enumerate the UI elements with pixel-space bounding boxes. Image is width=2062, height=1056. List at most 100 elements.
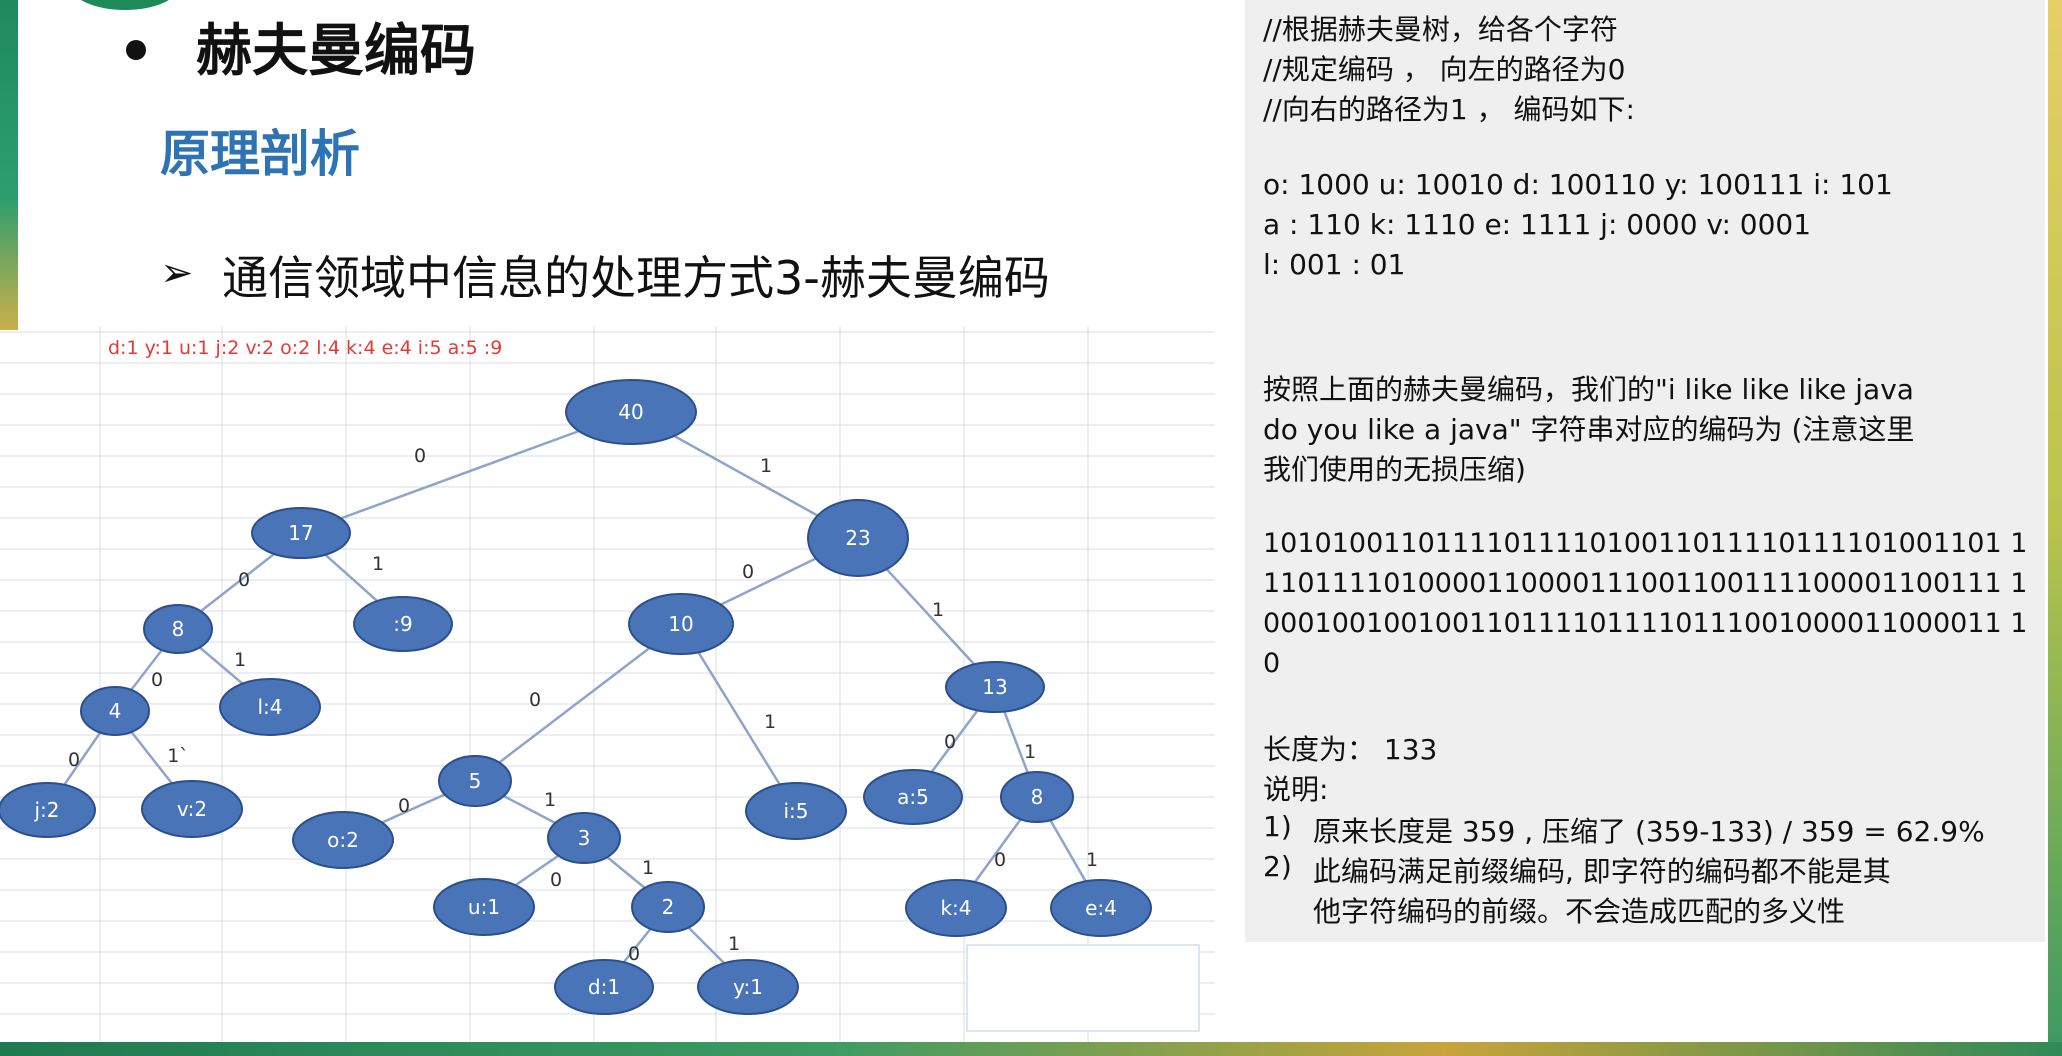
- note-number: 1): [1263, 810, 1292, 843]
- tree-node-label: 10: [668, 612, 693, 636]
- note-text: 此编码满足前缀编码, 即字符的编码都不能是其: [1313, 855, 1891, 888]
- tree-node: [0, 782, 96, 838]
- tree-node: [292, 811, 394, 869]
- slide-title: 赫夫曼编码: [196, 19, 476, 84]
- edge-bit-label: 1`: [167, 745, 189, 767]
- edge-bit-label: 1: [642, 857, 654, 879]
- edge-bit-label: 0: [151, 669, 163, 691]
- encoded-bitstring-line: 0001001001001101111011110111001000011000…: [1263, 608, 2028, 639]
- tree-node-label: 23: [845, 526, 870, 550]
- tree-node-label: j:2: [33, 798, 59, 822]
- tree-node: [438, 755, 512, 807]
- tree-node: [554, 959, 654, 1015]
- edge-bit-label: 0: [238, 569, 250, 591]
- frequency-label: d:1 y:1 u:1 j:2 v:2 o:2 l:4 k:4 e:4 i:5 …: [108, 337, 502, 359]
- edge-bit-label: 0: [529, 689, 541, 711]
- edge-bit-label: 0: [994, 849, 1006, 871]
- edge-bit-label: 1: [932, 599, 944, 621]
- tree-node-label: :9: [393, 612, 412, 636]
- tree-node-label: 40: [618, 400, 643, 424]
- tree-node-label: l:4: [257, 695, 282, 719]
- comment-line: //规定编码 ， 向左的路径为0: [1263, 53, 1626, 86]
- explanation-label: 说明:: [1263, 773, 1329, 806]
- tree-node-label: 8: [1031, 785, 1044, 809]
- tree-node-label: 4: [109, 699, 122, 723]
- tree-node-label: e:4: [1085, 896, 1117, 920]
- tree-edge: [679, 623, 798, 812]
- tree-node-label: 13: [982, 675, 1007, 699]
- tree-node: [945, 661, 1045, 713]
- tree-node-label: a:5: [897, 785, 929, 809]
- edge-bit-label: 1: [544, 789, 556, 811]
- edge-bit-label: 1: [764, 711, 776, 733]
- description-line: do you like a java" 字符串对应的编码为 (注意这里: [1263, 413, 1915, 446]
- tree-node-label: 5: [469, 769, 482, 793]
- tree-node: [547, 812, 621, 864]
- edge-bit-label: 0: [550, 869, 562, 891]
- edge-bit-label: 1: [1024, 741, 1036, 763]
- description-line: 我们使用的无损压缩): [1263, 453, 1526, 486]
- edge-bit-label: 0: [742, 561, 754, 583]
- note-number: 2): [1263, 850, 1292, 883]
- tree-node-label: k:4: [940, 896, 971, 920]
- bullet-point-text: 通信领域中信息的处理方式3-赫夫曼编码: [222, 251, 1050, 305]
- code-explanation-panel: //根据赫夫曼树，给各个字符 //规定编码 ， 向左的路径为0 //向右的路径为…: [1245, 0, 2045, 942]
- edge-bit-label: 1: [372, 553, 384, 575]
- tree-node: [745, 782, 847, 840]
- decorative-right-strip: [2048, 0, 2062, 1042]
- decorative-corner-shape: [70, 0, 180, 10]
- tree-node-label: 8: [172, 617, 185, 641]
- decorative-left-bar: [0, 0, 18, 330]
- tree-node: [565, 379, 697, 445]
- tree-node-label: i:5: [783, 799, 808, 823]
- arrow-bullet-icon: ➢: [160, 250, 194, 296]
- edge-bit-label: 1: [728, 933, 740, 955]
- tree-node: [628, 593, 734, 655]
- tree-node: [807, 499, 909, 577]
- edge-bit-label: 0: [414, 445, 426, 467]
- comment-line: //根据赫夫曼树，给各个字符: [1263, 13, 1618, 46]
- tree-node: [1000, 771, 1074, 823]
- comment-line: //向右的路径为1 ， 编码如下:: [1263, 93, 1635, 126]
- tree-node: [1050, 879, 1152, 937]
- tree-node: [80, 686, 150, 736]
- tree-node: [143, 604, 213, 654]
- edge-bit-label: 1: [760, 455, 772, 477]
- edge-bit-label: 1: [1086, 849, 1098, 871]
- tree-node: [697, 959, 799, 1015]
- decorative-bottom-bar: [0, 1042, 2062, 1056]
- length-label: 长度为： 133: [1263, 733, 1438, 766]
- section-subtitle: 原理剖析: [160, 125, 360, 183]
- edge-bit-label: 1: [234, 649, 246, 671]
- huffman-tree-diagram: d:1 y:1 u:1 j:2 v:2 o:2 l:4 k:4 e:4 i:5 …: [0, 326, 1215, 1042]
- tree-node-label: d:1: [588, 975, 620, 999]
- edge-bit-label: 0: [68, 749, 80, 771]
- description-line: 按照上面的赫夫曼编码，我们的"i like like like java: [1263, 373, 1914, 406]
- tree-node: [251, 507, 351, 559]
- note-text: 他字符编码的前缀。不会造成匹配的多义性: [1313, 895, 1846, 928]
- code-table-row: l: 001 : 01: [1263, 248, 1406, 281]
- code-table-row: a : 110 k: 1110 e: 1111 j: 0000 v: 0001: [1263, 208, 1812, 241]
- tree-node-label: v:2: [177, 797, 207, 821]
- bullet-dot: [126, 40, 146, 60]
- edge-bit-label: 0: [398, 795, 410, 817]
- tree-edge: [474, 623, 682, 782]
- tree-edge: [300, 410, 632, 535]
- tree-node: [863, 769, 963, 825]
- code-table-row: o: 1000 u: 10010 d: 100110 y: 100111 i: …: [1263, 168, 1893, 201]
- tree-node-label: 3: [578, 826, 591, 850]
- tree-node: [433, 878, 535, 936]
- encoded-bitstring-line: 1010100110111101111010011011110111101001…: [1263, 528, 2028, 559]
- tree-node: [905, 879, 1007, 937]
- tree-node-label: o:2: [327, 828, 359, 852]
- blank-overlay-box: [966, 944, 1200, 1032]
- tree-node-label: u:1: [468, 895, 500, 919]
- huffman-tree-svg: d:1 y:1 u:1 j:2 v:2 o:2 l:4 k:4 e:4 i:5 …: [0, 326, 1215, 1042]
- edge-bit-label: 0: [944, 731, 956, 753]
- encoded-bitstring-line: 0: [1263, 648, 1281, 679]
- tree-node-label: 2: [662, 895, 675, 919]
- encoded-bitstring-line: 1101111010000110000111001100111100001100…: [1263, 568, 2028, 599]
- tree-node: [141, 780, 243, 838]
- edge-bit-label: 0: [628, 943, 640, 965]
